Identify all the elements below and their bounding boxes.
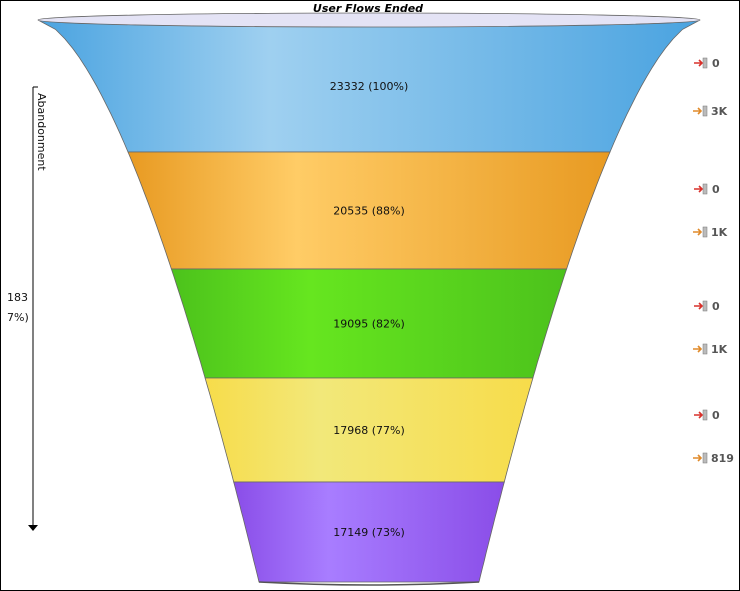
- exit-value-4: 819: [693, 452, 734, 465]
- chart-title: User Flows Ended: [313, 2, 423, 15]
- svg-text:1K: 1K: [711, 226, 728, 239]
- funnel-top-rim: [37, 12, 701, 28]
- segment-label-1: 23332 (100%): [330, 80, 409, 93]
- svg-text:3K: 3K: [711, 105, 728, 118]
- segment-label-2: 20535 (88%): [333, 205, 405, 218]
- entry-icon: [694, 57, 708, 69]
- entry-value-1: 0: [694, 57, 720, 70]
- abandonment-label: Abandonment: [35, 93, 48, 171]
- svg-text:0: 0: [712, 183, 720, 196]
- exit-icon: [693, 226, 708, 238]
- svg-text:1K: 1K: [711, 343, 728, 356]
- segment-label-5: 17149 (73%): [333, 526, 405, 539]
- entry-icon: [694, 183, 708, 195]
- exit-icon: [693, 105, 708, 117]
- entry-value-3: 0: [694, 300, 720, 313]
- entry-value-2: 0: [694, 183, 720, 196]
- svg-text:0: 0: [712, 57, 720, 70]
- svg-text:0: 0: [712, 409, 720, 422]
- svg-text:819: 819: [711, 452, 734, 465]
- exit-icon: [693, 452, 708, 464]
- segments-layer: [37, 12, 701, 586]
- abandonment-indicator: Abandonment 183 7%): [7, 86, 48, 531]
- segment-label-3: 19095 (82%): [333, 318, 405, 331]
- exit-value-3: 1K: [693, 343, 728, 356]
- abandonment-count: 183: [7, 291, 28, 304]
- abandonment-percent: 7%): [7, 311, 29, 324]
- entry-value-4: 0: [694, 409, 720, 422]
- down-arrow-icon: [28, 525, 38, 531]
- entry-icon: [694, 300, 708, 312]
- labels-layer: 23332 (100%) 20535 (88%) 19095 (82%) 17968 …: [330, 80, 409, 539]
- svg-text:0: 0: [712, 300, 720, 313]
- side-values: 0 3K 0 1K 0 1K 0 819: [693, 57, 734, 465]
- exit-icon: [693, 343, 708, 355]
- entry-icon: [694, 409, 708, 421]
- funnel-bottom-edge: [258, 581, 480, 586]
- exit-value-2: 1K: [693, 226, 728, 239]
- segment-label-4: 17968 (77%): [333, 424, 405, 437]
- exit-value-1: 3K: [693, 105, 728, 118]
